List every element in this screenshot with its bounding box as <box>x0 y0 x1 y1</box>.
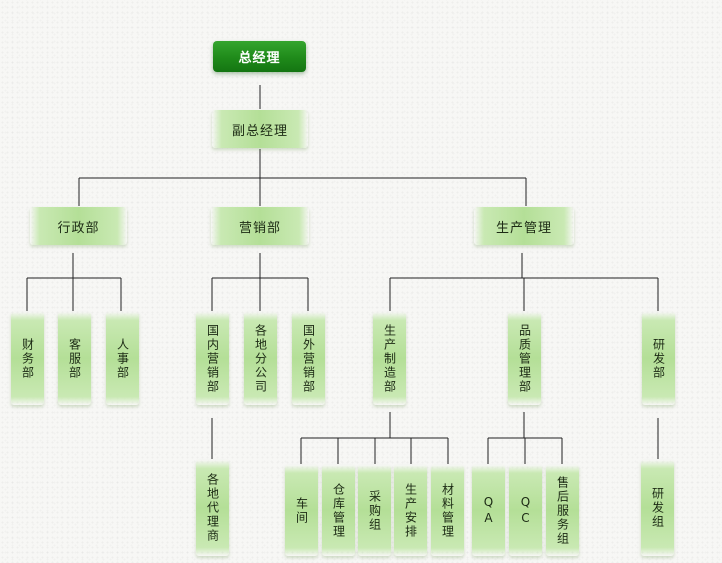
node-workshop-label: 车间 <box>294 496 309 525</box>
node-rnd-dept-label: 研发部 <box>651 337 666 380</box>
node-regional-agents: 各地代理商 <box>196 460 229 556</box>
node-production-label: 生产管理 <box>495 220 552 236</box>
node-quality: 品质管理部 <box>508 312 541 405</box>
node-ceo-label: 总经理 <box>238 51 281 66</box>
node-scheduling-label: 生产安排 <box>403 482 418 539</box>
node-purchasing: 采购组 <box>358 465 391 556</box>
node-qc-label: QC <box>518 494 533 527</box>
node-domestic-sales: 国内营销部 <box>196 312 229 405</box>
node-service: 客服部 <box>58 312 91 405</box>
node-admin: 行政部 <box>30 207 127 245</box>
node-domestic-sales-label: 国内营销部 <box>205 323 220 394</box>
node-branches-label: 各地分公司 <box>253 323 268 394</box>
node-service-label: 客服部 <box>67 337 82 380</box>
node-purchasing-label: 采购组 <box>367 489 382 532</box>
node-qc: QC <box>509 465 542 556</box>
node-finance-label: 财务部 <box>20 337 35 380</box>
node-rnd-dept: 研发部 <box>642 312 675 405</box>
node-after-sales: 售后服务组 <box>546 465 579 556</box>
node-finance: 财务部 <box>11 312 44 405</box>
node-production: 生产管理 <box>474 207 574 245</box>
node-hr: 人事部 <box>106 312 139 405</box>
node-qa-label: QA <box>481 494 496 527</box>
node-materials-label: 材料管理 <box>440 482 455 539</box>
node-qa: QA <box>472 465 505 556</box>
node-rnd-group: 研发组 <box>641 460 674 556</box>
node-after-sales-label: 售后服务组 <box>555 475 570 546</box>
node-scheduling: 生产安排 <box>394 465 427 556</box>
node-ceo: 总经理 <box>213 41 306 72</box>
node-rnd-group-label: 研发组 <box>650 487 665 529</box>
node-vp-label: 副总经理 <box>231 123 288 139</box>
node-sales-label: 营销部 <box>238 220 281 236</box>
node-foreign-sales-label: 国外营销部 <box>301 323 316 394</box>
node-workshop: 车间 <box>285 465 318 556</box>
node-materials: 材料管理 <box>431 465 464 556</box>
node-warehouse: 仓库管理 <box>322 465 355 556</box>
node-sales: 营销部 <box>211 207 309 245</box>
node-warehouse-label: 仓库管理 <box>331 482 346 539</box>
node-manufacturing-label: 生产制造部 <box>382 323 397 394</box>
node-quality-label: 品质管理部 <box>517 323 532 394</box>
node-branches: 各地分公司 <box>244 312 277 405</box>
node-manufacturing: 生产制造部 <box>373 312 406 405</box>
node-regional-agents-label: 各地代理商 <box>205 473 220 543</box>
node-vp: 副总经理 <box>212 110 308 148</box>
node-hr-label: 人事部 <box>115 337 130 380</box>
node-admin-label: 行政部 <box>57 220 100 236</box>
node-foreign-sales: 国外营销部 <box>292 312 325 405</box>
